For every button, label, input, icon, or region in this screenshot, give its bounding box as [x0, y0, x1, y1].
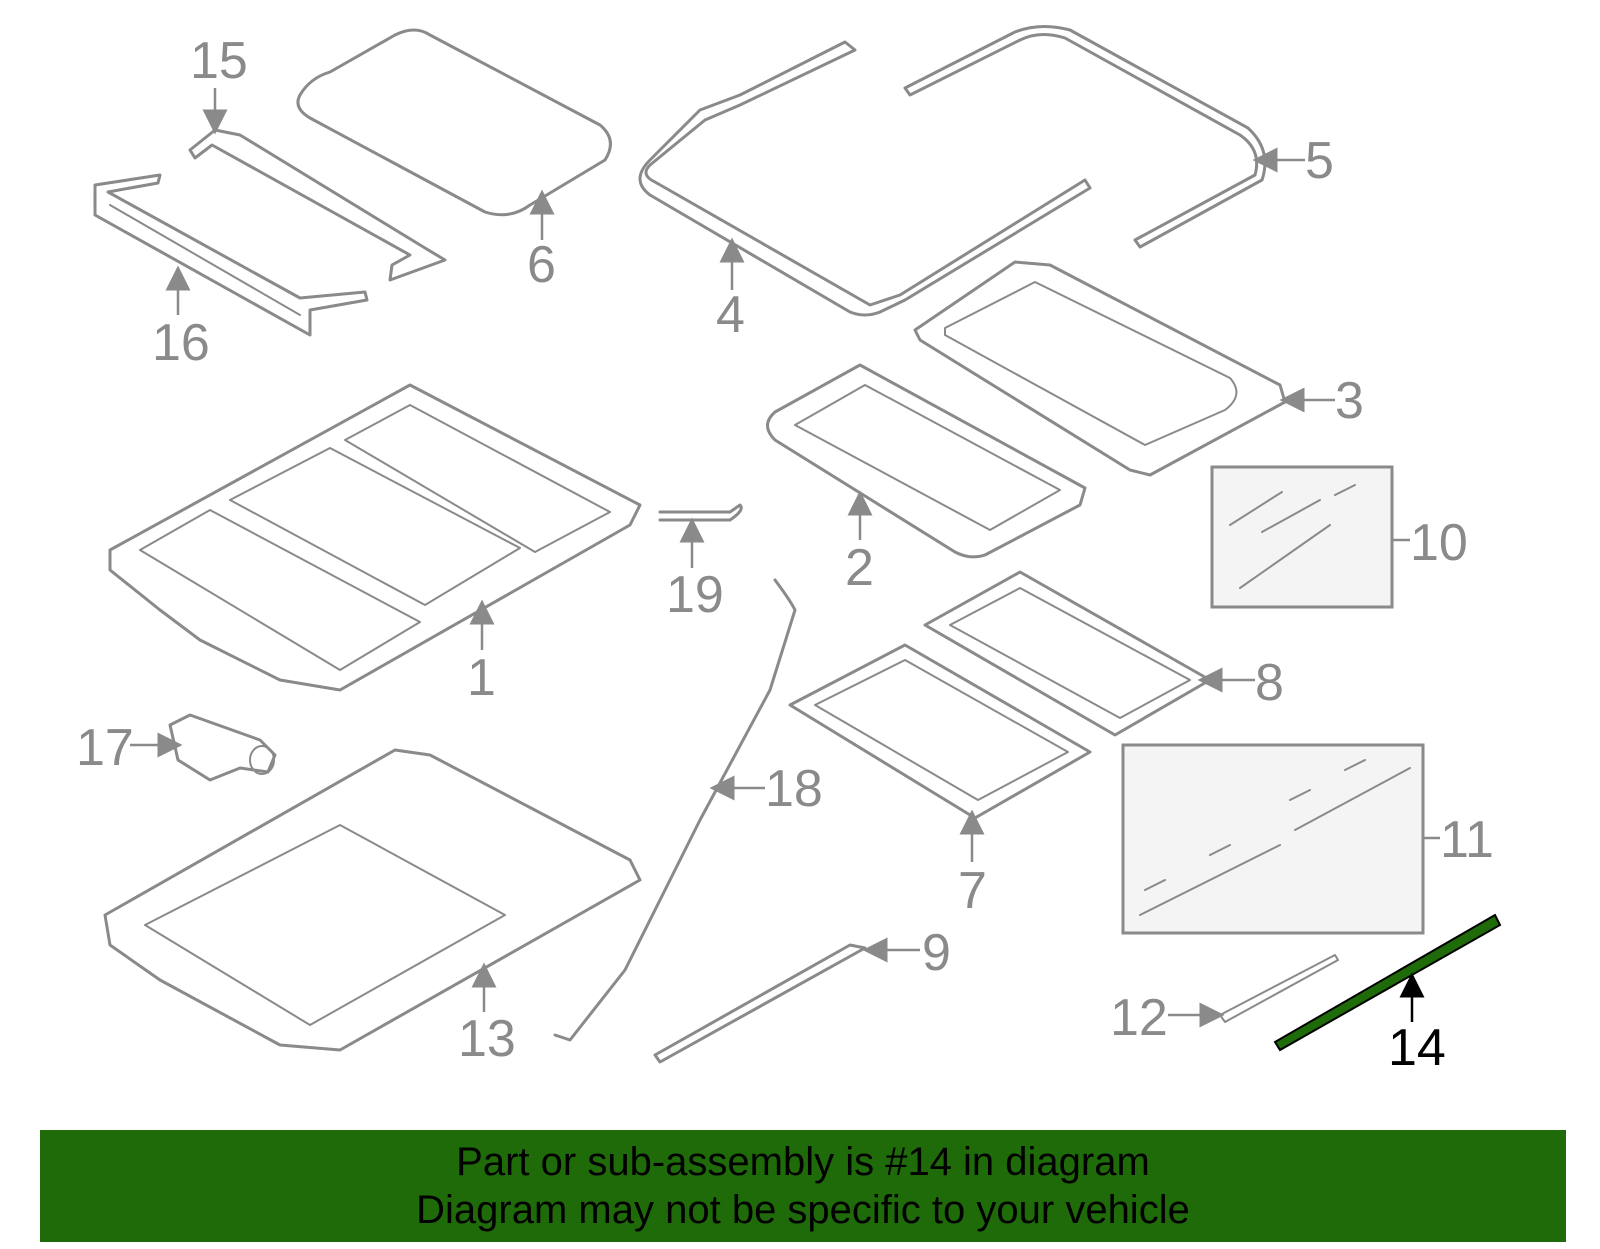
info-banner: Part or sub-assembly is #14 in diagram D…	[40, 1130, 1566, 1242]
callout-8: 8	[1255, 654, 1284, 712]
banner-line-2: Diagram may not be specific to your vehi…	[416, 1188, 1190, 1232]
callout-14: 14	[1388, 1019, 1446, 1077]
callout-15: 15	[190, 32, 248, 90]
callout-1: 1	[467, 649, 496, 707]
callout-9: 9	[922, 924, 951, 982]
part-12-strip	[1219, 954, 1339, 1023]
part-4-seal	[638, 40, 1092, 317]
callout-18: 18	[765, 760, 823, 818]
part-2-glass-panel	[766, 363, 1087, 559]
callout-16: 16	[152, 314, 210, 372]
callout-10: 10	[1410, 514, 1468, 572]
part-1-frame-assembly	[108, 383, 642, 692]
part-17-motor	[168, 713, 277, 782]
callout-13: 13	[458, 1010, 516, 1068]
callout-numbers: 15 16 6 4 5 3 2 10 19 1 8 17 18 11 7 9 1…	[76, 32, 1494, 1077]
callout-leaders	[130, 88, 1440, 1028]
part-9-guide	[653, 943, 867, 1064]
part-5-seal	[903, 25, 1267, 249]
callout-12: 12	[1110, 989, 1168, 1047]
part-18-cable	[553, 578, 797, 1042]
part-15-deflector	[188, 128, 447, 282]
callout-11: 11	[1440, 811, 1494, 869]
callout-3: 3	[1335, 372, 1364, 430]
callout-17: 17	[76, 719, 134, 777]
callout-7: 7	[958, 862, 987, 920]
part-14-strip-highlighted	[1273, 913, 1502, 1052]
part-19-clip	[658, 503, 743, 522]
part-11-inset	[1121, 743, 1425, 935]
part-10-inset	[1210, 465, 1394, 609]
callout-2: 2	[845, 539, 874, 597]
callout-19: 19	[666, 566, 724, 624]
part-6-glass-panel	[296, 28, 612, 217]
part-13-frame-assembly	[103, 748, 642, 1052]
part-7-shade	[788, 643, 1092, 820]
callout-6: 6	[527, 236, 556, 294]
part-16-front-trim	[93, 173, 369, 337]
banner-line-1: Part or sub-assembly is #14 in diagram	[456, 1140, 1150, 1184]
callout-4: 4	[716, 286, 745, 344]
callout-5: 5	[1305, 132, 1334, 190]
